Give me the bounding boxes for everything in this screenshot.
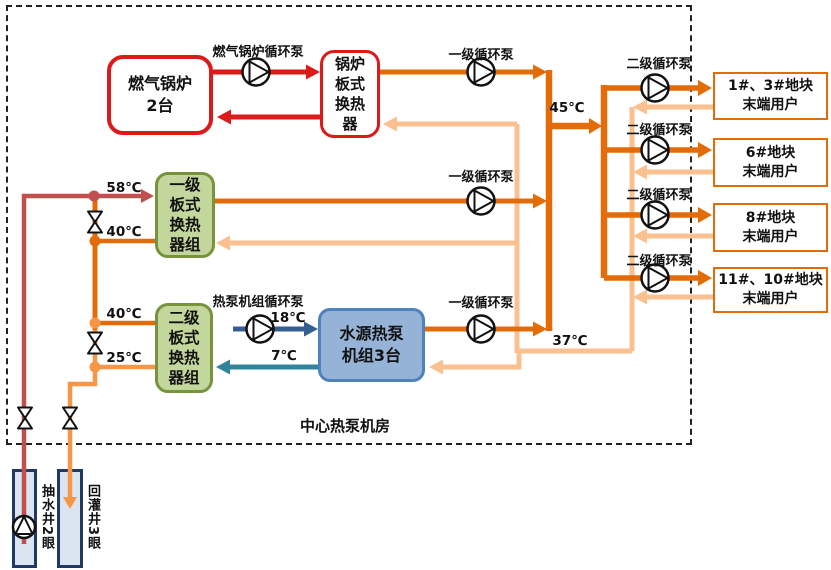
arrow-icon xyxy=(306,64,320,80)
arrow-icon xyxy=(698,80,712,96)
primary-plate-hx-box: 一级 板式 换热 器组 xyxy=(155,172,215,258)
junction-dot xyxy=(89,235,101,247)
arrow-icon xyxy=(633,164,647,180)
pump-icon xyxy=(640,200,670,230)
junction-dot xyxy=(88,190,100,202)
pump-icon xyxy=(466,57,496,87)
secondary-plate-hx-box: 二级 板式 换热 器组 xyxy=(155,303,213,393)
temp-40c-a-label: 40℃ xyxy=(106,224,142,240)
temp-25c-label: 25℃ xyxy=(106,350,142,366)
extraction-well-label: 抽水井2眼 xyxy=(39,484,54,551)
heat-pump-loop-pump-label: 热泵机组循环泵 xyxy=(212,295,304,310)
arrow-icon xyxy=(216,359,230,375)
junction-dot xyxy=(89,317,101,329)
valve-icon xyxy=(17,406,33,430)
arrow-icon xyxy=(698,270,712,286)
boiler-pump-label: 燃气锅炉循环泵 xyxy=(212,45,304,60)
return-arrows xyxy=(216,99,647,375)
secondary-pump-4-label: 二级循环泵 xyxy=(626,254,692,269)
junction-dot xyxy=(89,361,101,373)
machine-room-boundary xyxy=(6,5,692,445)
arrow-icon xyxy=(304,321,318,337)
temp-40c-b-label: 40℃ xyxy=(106,306,142,322)
valve-icon xyxy=(87,210,103,234)
pump-icon xyxy=(245,314,275,344)
arrow-icon xyxy=(533,64,547,80)
arrow-icon xyxy=(633,289,647,305)
secondary-pump-2-label: 二级循环泵 xyxy=(626,123,692,138)
pump-icon xyxy=(466,186,496,216)
arrow-icon xyxy=(698,207,712,223)
valve-icon xyxy=(87,331,103,355)
machine-room-label: 中心热泵机房 xyxy=(299,417,390,435)
pipe-return-37c xyxy=(443,348,632,370)
temp-45c-label: 45℃ xyxy=(549,100,585,116)
primary-pump-1-label: 一级循环泵 xyxy=(448,48,514,63)
valve-icon xyxy=(62,406,78,430)
pump-icon xyxy=(640,135,670,165)
pump-icon xyxy=(241,57,271,87)
secondary-pump-3-label: 二级循环泵 xyxy=(626,188,692,203)
arrow-icon xyxy=(383,116,397,132)
pipe-recharge xyxy=(67,328,98,497)
recharge-well-label: 回灌井3眼 xyxy=(85,484,100,551)
junction-dots xyxy=(88,190,101,373)
arrow-icon xyxy=(429,359,443,375)
recharge-pipes xyxy=(63,328,155,509)
boiler-plate-hx-box: 锅炉 板式 换热 器 xyxy=(320,50,380,138)
arrow-icon xyxy=(633,99,647,115)
end-user-box-1: 1#、3#地块 末端用户 xyxy=(713,72,828,120)
arrow-icon xyxy=(141,189,154,203)
arrow-icon xyxy=(633,228,647,244)
temp-58c-label: 58℃ xyxy=(106,180,142,196)
secondary-pump-1-label: 二级循环泵 xyxy=(626,57,692,72)
arrow-icon xyxy=(63,497,77,509)
water-source-heat-pump-box: 水源热泵 机组3台 xyxy=(318,308,425,382)
arrow-icon xyxy=(533,193,547,209)
primary-pump-2-label: 一级循环泵 xyxy=(448,170,514,185)
arrow-icon xyxy=(217,109,231,125)
gas-boiler-box: 燃气锅炉 2台 xyxy=(107,55,213,135)
temp-7c-label: 7℃ xyxy=(271,348,297,364)
temp-18c-label: 18℃ xyxy=(270,310,306,326)
arrow-icon xyxy=(533,321,547,337)
pump-icon xyxy=(640,263,670,293)
end-user-box-3: 8#地块 末端用户 xyxy=(713,203,828,252)
supply-pipes xyxy=(92,69,698,332)
valves xyxy=(17,210,103,430)
end-user-box-4: 11#、10#地块 末端用户 xyxy=(713,267,828,313)
arrow-icon xyxy=(216,235,230,251)
pump-icon xyxy=(640,73,670,103)
pumps xyxy=(11,57,670,540)
well-pump-icon xyxy=(11,514,37,540)
primary-pump-3-label: 一级循环泵 xyxy=(448,296,514,311)
temp-37c-label: 37℃ xyxy=(552,333,588,349)
arrow-icon xyxy=(698,142,712,158)
arrow-icon xyxy=(589,118,602,134)
pump-icon xyxy=(466,314,496,344)
end-user-box-2: 6#地块 末端用户 xyxy=(713,138,828,187)
supply-arrows xyxy=(533,64,712,337)
